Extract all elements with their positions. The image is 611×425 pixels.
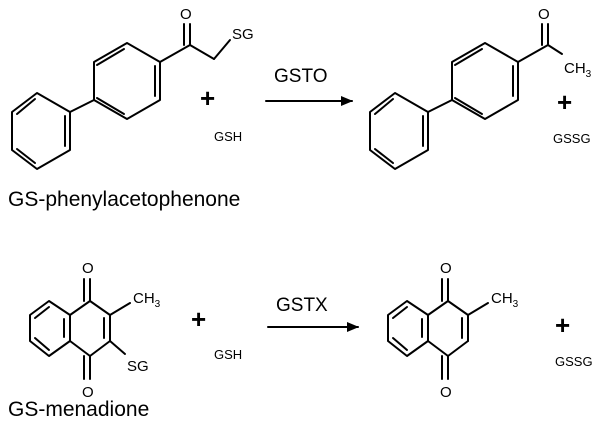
plus-sign: + <box>557 87 572 117</box>
product-1-structure <box>369 23 563 170</box>
reaction-2: O O CH3 SG + GSH GSTX O O CH3 <box>8 260 593 421</box>
enzyme-gsto-label: GSTO <box>274 66 328 87</box>
quinone-oxygen-bottom: O <box>82 384 94 401</box>
methyl-text: CH <box>491 290 513 307</box>
substrate-1-sg-label: SG <box>232 26 254 43</box>
reaction-1: O SG + GSH GSTO O CH3 + GSSG GS-phenylac… <box>8 6 592 211</box>
methyl-subscript: 3 <box>513 299 519 310</box>
product-2-structure <box>387 278 489 380</box>
substrate-1-name: GS-phenylacetophenone <box>8 188 240 211</box>
product-2-oxygen-top: O <box>440 260 452 277</box>
carbonyl-oxygen-label: O <box>180 6 192 23</box>
byproduct-2-gssg: GSSG <box>555 354 593 369</box>
substrate-1-structure <box>11 23 231 170</box>
substrate-2-methyl-label: CH3 <box>133 290 161 310</box>
cofactor-2-gsh: GSH <box>214 347 242 362</box>
enzyme-gstx-label: GSTX <box>276 295 328 316</box>
substrate-2-sg-label: SG <box>127 358 149 375</box>
plus-sign: + <box>200 83 215 113</box>
methyl-text: CH <box>133 290 155 307</box>
substrate-2-structure <box>29 278 131 380</box>
product-1-methyl-label: CH3 <box>564 60 592 80</box>
plus-sign: + <box>191 304 206 334</box>
product-2-methyl-label: CH3 <box>491 290 519 310</box>
substrate-2-name: GS-menadione <box>8 398 149 421</box>
methyl-subscript: 3 <box>586 69 592 80</box>
quinone-oxygen-top: O <box>82 260 94 277</box>
plus-sign: + <box>555 310 570 340</box>
byproduct-1-gssg: GSSG <box>553 131 591 146</box>
cofactor-1-gsh: GSH <box>214 129 242 144</box>
product-2-oxygen-bottom: O <box>440 384 452 401</box>
product-1-oxygen-label: O <box>538 6 550 23</box>
methyl-text: CH <box>564 60 586 77</box>
methyl-subscript: 3 <box>155 299 161 310</box>
